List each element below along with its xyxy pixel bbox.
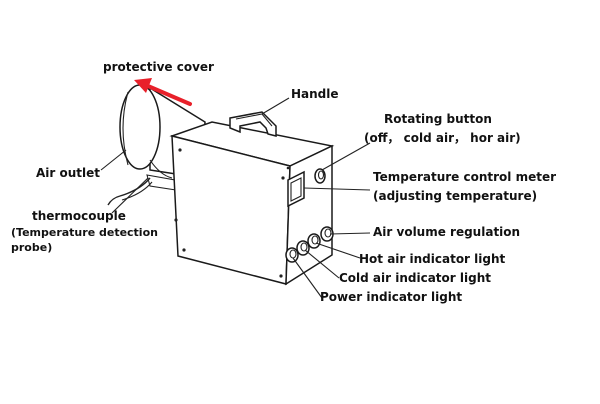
label-hot-air-light: Hot air indicator light <box>359 252 506 266</box>
label-temperature-meter-sub: (adjusting temperature) <box>373 189 537 203</box>
label-power-light: Power indicator light <box>320 290 462 304</box>
temperature-meter <box>287 170 305 208</box>
label-thermocouple-sub1: (Temperature detection <box>11 226 158 239</box>
label-cold-air-light: Cold air indicator light <box>339 271 491 285</box>
label-air-volume: Air volume regulation <box>373 225 520 239</box>
label-rotating-button: Rotating button <box>384 112 492 126</box>
label-thermocouple-sub2: probe) <box>11 241 52 254</box>
heater-body <box>169 121 335 286</box>
label-thermocouple: thermocouple <box>32 209 126 223</box>
label-protective-cover: protective cover <box>103 60 214 74</box>
leader-lines <box>100 97 371 299</box>
thermocouple-probe <box>107 177 153 206</box>
label-rotating-button-sub: (off， cold air， hor air) <box>364 131 521 145</box>
label-temperature-meter: Temperature control meter <box>373 170 556 184</box>
label-handle: Handle <box>291 87 339 101</box>
control-panel-lights <box>285 226 334 263</box>
rotating-knob <box>314 168 326 184</box>
label-air-outlet: Air outlet <box>36 166 100 180</box>
airflow-arrow-icon <box>134 78 192 106</box>
